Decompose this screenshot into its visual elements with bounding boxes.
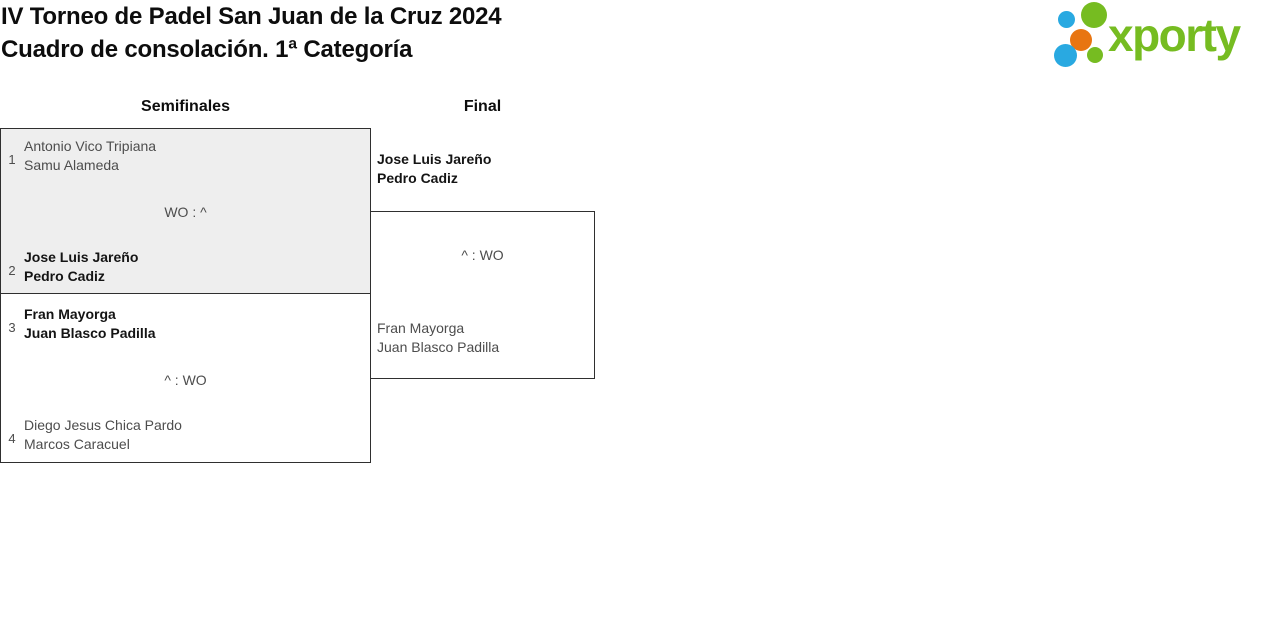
player-name: Juan Blasco Padilla bbox=[377, 339, 500, 355]
round-header-semifinals: Semifinales bbox=[141, 98, 230, 115]
final-team-entry-top: Jose Luis Jareño Pedro Cadiz bbox=[377, 150, 491, 188]
player-name: Juan Blasco Padilla bbox=[24, 325, 156, 341]
page-title-line2: Cuadro de consolación. 1ª Categoría bbox=[1, 36, 413, 63]
final-team-entry-bottom: Fran Mayorga Juan Blasco Padilla bbox=[377, 319, 499, 357]
seed-number-4: 4 bbox=[8, 431, 16, 446]
xporty-logo[interactable]: xporty bbox=[1048, 0, 1278, 72]
semifinal-2-box bbox=[0, 294, 371, 463]
seed-number-2: 2 bbox=[8, 263, 16, 278]
player-name: Jose Luis Jareño bbox=[24, 249, 139, 265]
logo-dot-green-large-icon bbox=[1081, 2, 1107, 28]
xporty-wordmark: xporty bbox=[1108, 9, 1241, 61]
final-box bbox=[370, 211, 595, 379]
logo-dot-blue-large-icon bbox=[1054, 44, 1077, 67]
match-score-final: ^ : WO bbox=[461, 247, 504, 263]
player-name: Samu Alameda bbox=[24, 157, 119, 173]
page-title: IV Torneo de Padel San Juan de la Cruz 2… bbox=[1, 0, 502, 66]
team-entry-seed2: Jose Luis Jareño Pedro Cadiz bbox=[24, 248, 138, 286]
match-score-semifinal-1: WO : ^ bbox=[164, 204, 207, 220]
round-header-final: Final bbox=[463, 98, 502, 115]
seed-number-1: 1 bbox=[8, 152, 16, 167]
logo-dot-blue-small-icon bbox=[1058, 11, 1075, 28]
player-name: Fran Mayorga bbox=[24, 306, 116, 322]
match-score-semifinal-2: ^ : WO bbox=[164, 372, 207, 388]
player-name: Fran Mayorga bbox=[377, 320, 465, 336]
player-name: Jose Luis Jareño bbox=[377, 151, 492, 167]
team-entry-seed1: Antonio Vico Tripiana Samu Alameda bbox=[24, 137, 156, 175]
logo-dot-orange-icon bbox=[1070, 29, 1092, 51]
player-name: Pedro Cadiz bbox=[377, 170, 458, 186]
player-name: Antonio Vico Tripiana bbox=[24, 138, 157, 154]
page-title-line1: IV Torneo de Padel San Juan de la Cruz 2… bbox=[1, 3, 502, 30]
player-name: Marcos Caracuel bbox=[24, 436, 130, 452]
team-entry-seed4: Diego Jesus Chica Pardo Marcos Caracuel bbox=[24, 416, 182, 454]
player-name: Pedro Cadiz bbox=[24, 268, 105, 284]
seed-number-3: 3 bbox=[8, 320, 16, 335]
logo-dot-green-small-icon bbox=[1087, 47, 1103, 63]
team-entry-seed3: Fran Mayorga Juan Blasco Padilla bbox=[24, 305, 156, 343]
player-name: Diego Jesus Chica Pardo bbox=[24, 417, 182, 433]
